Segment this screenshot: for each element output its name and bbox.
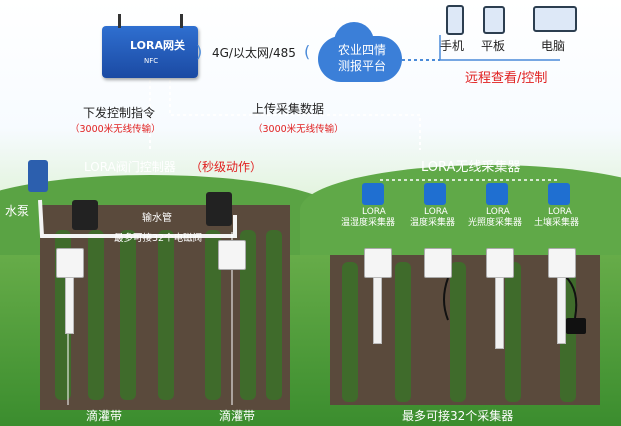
crop-row [240, 230, 256, 400]
collector-1-line1: LORA [362, 207, 386, 217]
collector-pole [495, 277, 504, 349]
crop-row [88, 230, 104, 400]
valve-limit-label: 最多可接32个电磁阀 [114, 233, 203, 244]
collector-2-line2: 温度采集器 [410, 218, 456, 228]
collector-device [548, 248, 576, 278]
thermometer-icon [362, 183, 384, 205]
valve-controller-note: （秒级动作） [190, 160, 263, 174]
collector-4-line2: 土壤采集器 [534, 218, 580, 228]
platform-cloud [318, 22, 402, 82]
collector-pole [557, 277, 566, 344]
crop-row [395, 262, 411, 402]
gateway-brand: LORA网关 [130, 39, 185, 52]
crop-row [120, 230, 136, 400]
wireless-collector-title: LORA无线采集器 [421, 160, 521, 175]
antenna-icon [118, 14, 121, 28]
antenna-icon [180, 14, 183, 28]
valve-controller-name: LORA阀门控制器 [84, 160, 176, 174]
collector-1-line2: 温湿度采集器 [341, 218, 396, 228]
collector-3-line1: LORA [486, 207, 510, 217]
pump-label: 水泵 [5, 204, 30, 218]
collector-device [364, 248, 392, 278]
remote-label: 远程查看/控制 [465, 71, 548, 86]
crop-row [158, 230, 174, 400]
crop-row [450, 262, 466, 402]
wifi-right-icon: ( [304, 42, 311, 61]
collector-4-line1: LORA [548, 207, 572, 217]
collector-device [424, 248, 452, 278]
uplink-title: 上传采集数据 [252, 102, 325, 116]
lora-gateway: LORA网关 NFC [102, 26, 198, 78]
drip-right-label: 滴灌带 [219, 409, 256, 423]
platform-line2: 测报平台 [338, 59, 387, 73]
network-label: 4G/以太网/485 [212, 46, 296, 60]
device-computer-label: 电脑 [541, 39, 566, 53]
platform-line1: 农业四情 [338, 43, 387, 57]
sun-icon [486, 183, 508, 205]
water-pump [28, 160, 48, 192]
soil-probe [566, 318, 586, 334]
crop-row [505, 262, 521, 402]
solenoid-valve [72, 200, 98, 230]
wifi-left-icon: ) [196, 42, 203, 61]
solenoid-valve [206, 192, 232, 226]
computer-icon [533, 6, 577, 32]
downlink-range: （3000米无线传输） [70, 124, 161, 135]
soil-plant-icon [548, 183, 570, 205]
gateway-sub: NFC [144, 57, 159, 65]
collector-2-line1: LORA [424, 207, 448, 217]
crop-row [342, 262, 358, 402]
valve-controller-box [56, 248, 84, 278]
pipe-label: 输水管 [142, 213, 172, 224]
uplink-range: （3000米无线传输） [253, 124, 344, 135]
controller-pole [65, 277, 74, 334]
valve-controller-box [218, 240, 246, 270]
crop-row [266, 230, 282, 400]
device-phone-label: 手机 [440, 39, 465, 53]
tablet-icon [483, 6, 505, 34]
crop-row [205, 230, 221, 400]
collector-limit-label: 最多可接32个采集器 [402, 409, 514, 423]
drip-left-label: 滴灌带 [86, 409, 123, 423]
device-tablet-label: 平板 [481, 39, 506, 53]
phone-icon [446, 5, 464, 35]
collector-device [486, 248, 514, 278]
collector-3-line2: 光照度采集器 [468, 218, 523, 228]
collector-pole [373, 277, 382, 344]
downlink-title: 下发控制指令 [83, 106, 156, 120]
temperature-drop-icon [424, 183, 446, 205]
